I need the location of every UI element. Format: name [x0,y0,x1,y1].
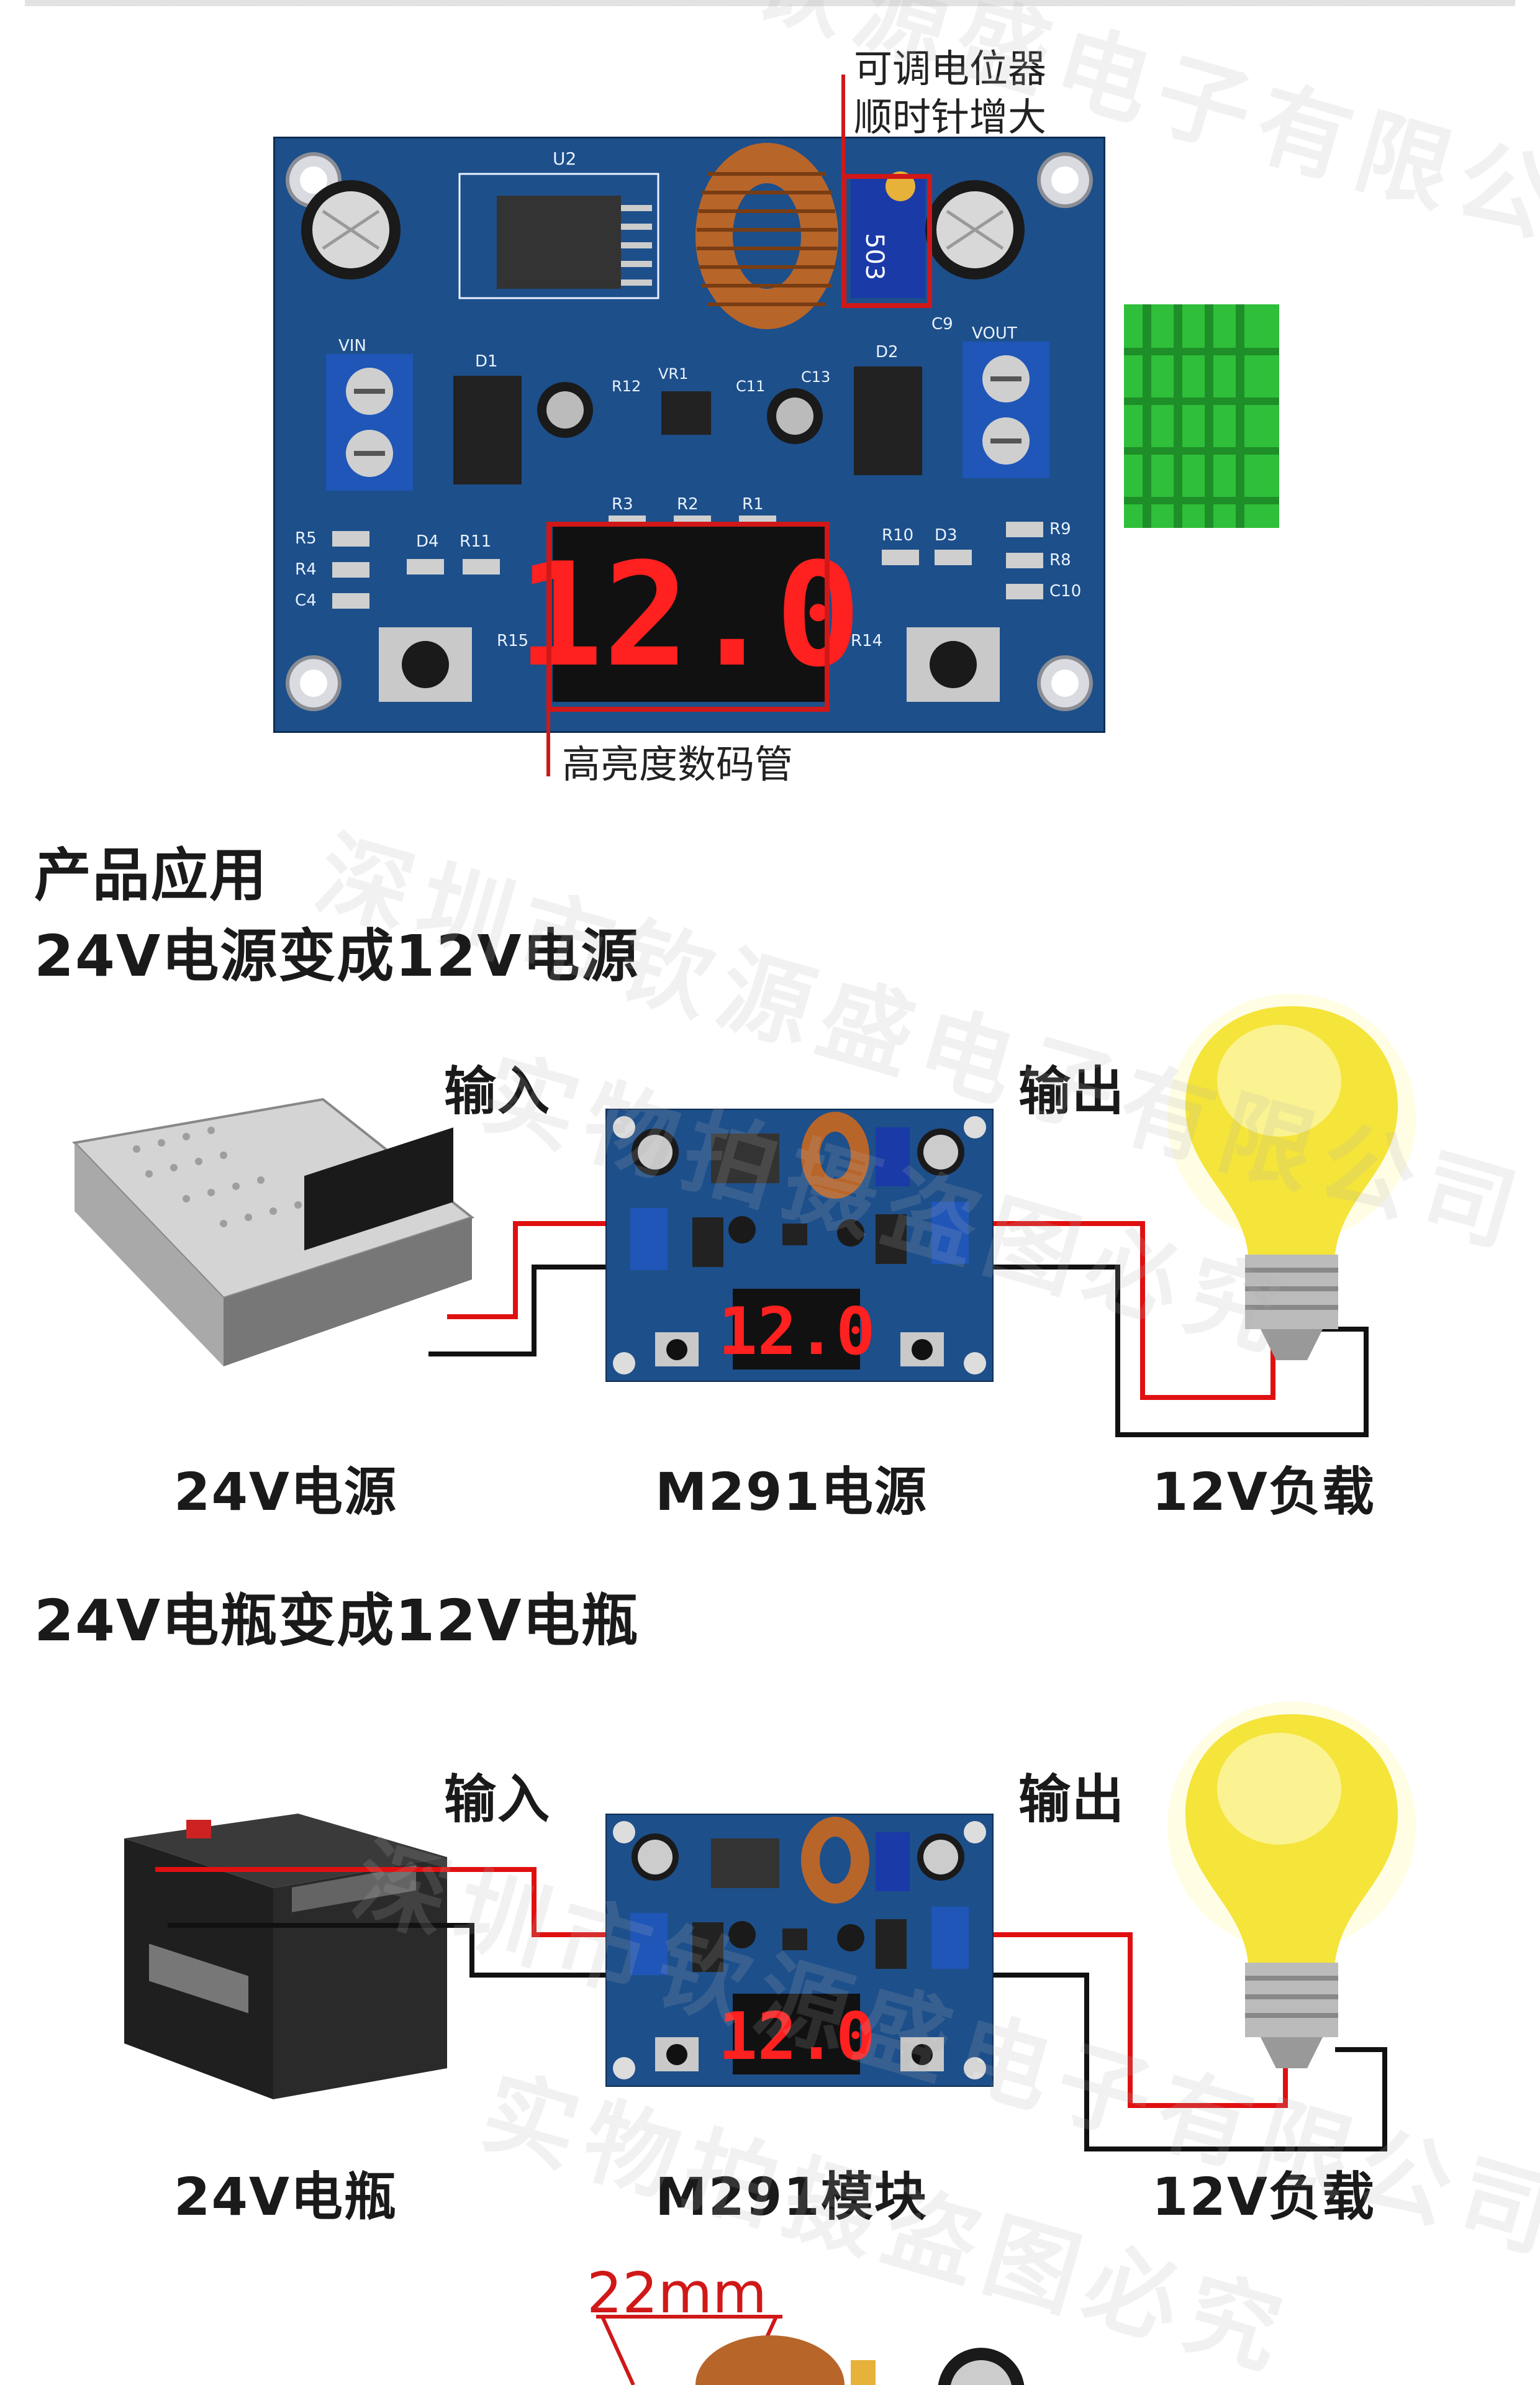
app1-output-label: 输出 [1018,1061,1126,1122]
svg-text:C13: C13 [801,368,830,386]
svg-text:R5: R5 [295,529,317,548]
svg-text:12.0: 12.0 [718,1999,876,2074]
app1-bulb-image [1167,994,1416,1360]
app2-input-label: 输入 [444,1769,551,1830]
svg-text:R10: R10 [882,526,913,545]
terminal-block-vout: VOUT [962,324,1049,478]
top-cut-banner [25,0,1515,6]
svg-text:R14: R14 [851,632,882,650]
app1-source-label: 24V电源 [174,1461,397,1522]
app2-title: 24V电瓶变成12V电瓶 [34,1588,640,1654]
pot-callout-box [841,174,932,308]
push-button-right [907,627,1000,702]
svg-text:VR1: VR1 [658,365,688,383]
app1-module-label: M291电源 [655,1461,928,1522]
display-callout-line [546,702,550,776]
toroid-inductor [695,143,838,329]
app1-wires [428,1221,1369,1437]
svg-text:R8: R8 [1049,551,1071,570]
capacitor-left [301,180,401,279]
app2-bulb-image [1167,1702,1416,2068]
pot-callout-line1: 可调电位器 [854,46,1047,91]
svg-text:D3: D3 [935,526,958,545]
regulator-chip [497,196,621,289]
pcb-module-image: U2 503 C9 VIN [273,137,1105,733]
svg-text:R4: R4 [295,560,317,579]
pot-callout-line2: 顺时针增大 [854,94,1047,140]
svg-text:C9: C9 [931,315,953,334]
svg-text:R12: R12 [612,378,641,395]
svg-text:C4: C4 [295,591,317,610]
display-callout-box [546,522,830,712]
potentiometer: 503 [851,171,925,298]
svg-text:D1: D1 [475,352,498,371]
svg-text:U2: U2 [553,148,576,169]
app1-module-image: 12.0 [605,1109,994,1382]
diode-d2 [854,366,922,475]
section-title: 产品应用 [34,842,268,909]
svg-text:VIN: VIN [338,337,366,355]
heatsink-image [1124,304,1279,528]
svg-text:R1: R1 [742,495,764,514]
svg-text:503: 503 [860,233,889,280]
app2-wires [155,1867,1387,2151]
dimension-preview [596,2315,1025,2385]
svg-text:R9: R9 [1049,520,1071,538]
transistor-vr1 [661,391,711,435]
app1-title: 24V电源变成12V电源 [34,923,640,989]
pot-callout-line [841,75,845,180]
svg-text:D2: D2 [876,343,899,361]
svg-text:C10: C10 [1049,582,1081,601]
svg-text:12.0: 12.0 [517,533,861,699]
display-callout-text: 高亮度数码管 [562,742,794,787]
svg-text:12.0: 12.0 [718,1294,876,1370]
svg-text:VOUT: VOUT [972,324,1017,343]
power-supply-image [71,1097,475,1366]
push-button-left [379,627,472,702]
app1-load-label: 12V负载 [1152,1461,1375,1522]
seven-segment-display: 12.0 [517,522,861,702]
svg-text:R3: R3 [612,495,633,514]
svg-text:R11: R11 [460,532,491,551]
app2-source-label: 24V电瓶 [174,2166,397,2227]
terminal-block-vin: VIN [326,337,413,491]
capacitor-right [925,180,1025,279]
svg-text:R15: R15 [497,632,528,650]
diode-d1 [453,376,522,484]
app2-output-label: 输出 [1018,1769,1126,1830]
app2-module-label: M291模块 [655,2166,928,2227]
app2-module-image: 12.0 [605,1814,994,2087]
app1-input-label: 输入 [444,1061,551,1122]
svg-text:R2: R2 [677,495,699,514]
app2-load-label: 12V负载 [1152,2166,1375,2227]
svg-text:C11: C11 [736,378,765,395]
svg-text:D4: D4 [416,532,439,551]
